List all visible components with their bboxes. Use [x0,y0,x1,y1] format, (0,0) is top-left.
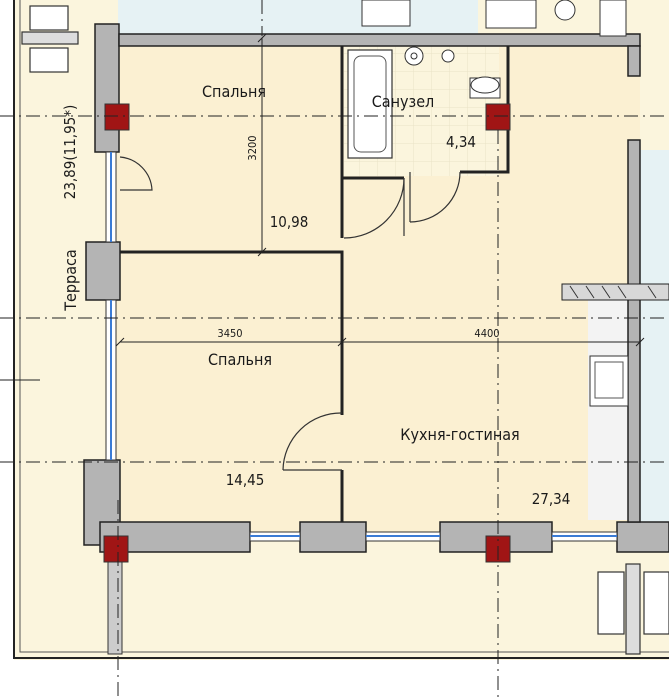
windows [105,151,618,542]
terrace-area: 23,89(11,95*) [61,105,79,200]
room-area: 27,34 [532,490,571,508]
dimension-label: 3200 [246,135,259,160]
ventilation-shafts [103,103,511,563]
room-area: 10,98 [270,213,309,231]
neighbor-fixtures [361,0,627,37]
doors [119,156,461,471]
dimension-label: 4400 [474,327,499,340]
right-neighbor-zone [640,150,669,525]
room-label: Спальня [208,350,272,369]
terrace-chairs [21,5,79,73]
toilet [441,49,501,99]
top-neighbor-room [118,0,478,36]
kitchen-counter [589,355,629,407]
drain-grate [107,561,123,655]
room-area: 4,34 [446,133,476,151]
terrace-label: Терраса [61,249,80,311]
terrace-loungers [597,563,669,655]
room-label: Кухня-гостиная [400,425,519,444]
terrace-border [13,0,669,659]
interior-partitions [120,46,510,522]
room-area: 14,45 [226,471,265,489]
room-label: Спальня [202,82,266,101]
bathtub [347,49,393,159]
gallery-railing [561,283,669,301]
room-label: Санузел [372,92,435,111]
dimension-lines [0,33,645,381]
sink-bathroom [404,46,424,66]
dimension-label: 3450 [217,327,242,340]
